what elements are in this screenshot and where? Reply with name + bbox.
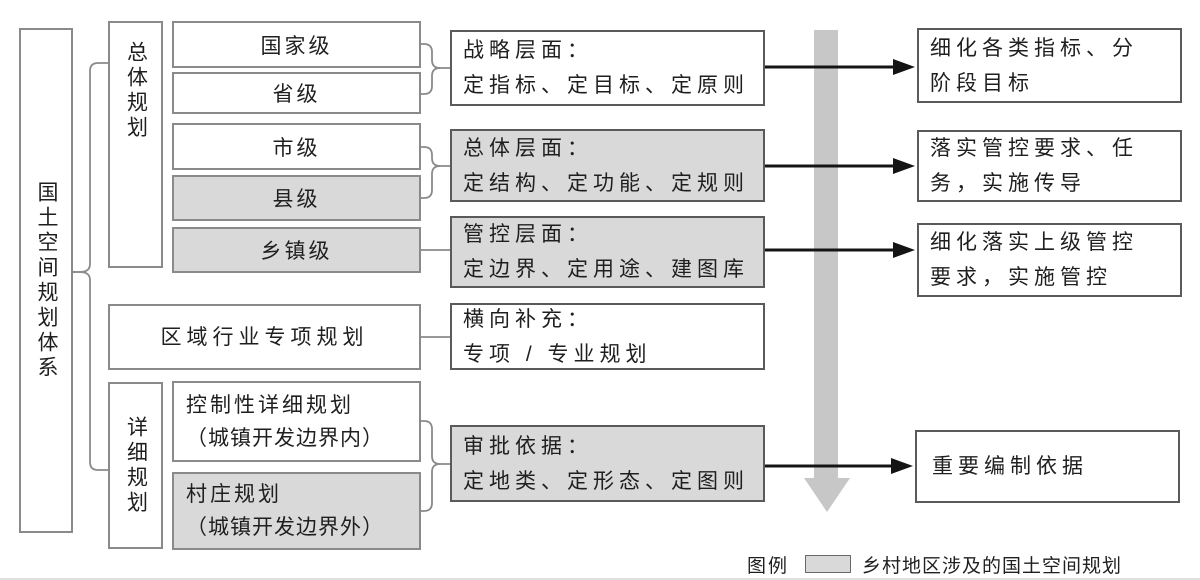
box-phase-control: 管控层面： 定边界、定用途、建图库 [450,216,765,288]
outcome-control-line2: 要求，实施管控 [930,266,1112,289]
phase-horizontal-line2: 专项 / 专业规划 [463,342,652,366]
box-outcome-indicators: 细化各类指标、分 阶段目标 [917,28,1182,103]
box-phase-strategic: 战略层面： 定指标、定目标、定原则 [450,30,765,106]
outcome-indicators-line2: 阶段目标 [930,71,1034,95]
box-regional-special-plan: 区域行业专项规划 [108,304,421,370]
overall-plan-group-label: 总体规划 [124,41,148,141]
box-level-county: 县级 [172,175,421,221]
brace-national-provincial [421,43,450,69]
box-detailed-village: 村庄规划 （城镇开发边界外） [172,472,421,550]
flow-arrow-strategic [765,59,915,75]
box-level-township: 乡镇级 [172,227,421,273]
box-detailed-plan-group: 详细规划 [108,382,163,549]
regional-special-plan-label: 区域行业专项规划 [160,325,369,349]
legend-label: 乡村地区涉及的国土空间规划 [862,556,1123,577]
box-outcome-implementation: 落实管控要求、任 务，实施传导 [917,130,1182,202]
box-phase-overall: 总体层面： 定结构、定功能、定规则 [450,129,765,202]
detailed-village-line1: 村庄规划 [186,483,282,506]
phase-strategic-line1: 战略层面： [463,39,593,62]
outcome-indicators-line1: 细化各类指标、分 [930,36,1138,60]
root-brace-connector [69,62,108,471]
box-outcome-control: 细化落实上级管控 要求，实施管控 [917,223,1182,297]
detailed-regulatory-line2: （城镇开发边界内） [186,426,384,450]
outcome-implementation-line2: 务，实施传导 [930,172,1086,195]
flow-arrow-approval [765,458,913,474]
box-level-national: 国家级 [172,21,421,68]
box-overall-plan-group: 总体规划 [108,21,163,268]
detailed-plan-group-label: 详细规划 [124,415,148,516]
system-root-label: 国土空间规划体系 [35,180,58,381]
flow-arrow-overall [765,158,915,174]
box-phase-horizontal: 横向补充： 专项 / 专业规划 [450,303,765,370]
legend-highlight-swatch [805,555,851,573]
flow-arrow-control [765,242,915,258]
phase-strategic-line2: 定指标、定目标、定原则 [463,74,749,97]
box-detailed-regulatory: 控制性详细规划 （城镇开发边界内） [172,381,421,462]
phase-overall-line2: 定结构、定功能、定规则 [463,171,749,195]
phase-control-line2: 定边界、定用途、建图库 [463,258,749,281]
legend-title: 图例 [747,556,790,577]
level-brace-connectors [421,43,450,512]
bottom-rule [0,578,1200,580]
box-level-municipal: 市级 [172,123,421,170]
outcome-control-line1: 细化落实上级管控 [930,231,1138,254]
level-municipal-label: 市级 [272,136,321,160]
brace-municipal-county [421,146,450,167]
outcome-implementation-line1: 落实管控要求、任 [930,137,1138,160]
flow-arrows [765,59,915,474]
detailed-regulatory-line1: 控制性详细规划 [186,393,354,417]
phase-horizontal-line1: 横向补充： [463,307,593,331]
box-system-root: 国土空间规划体系 [19,28,73,533]
box-phase-approval: 审批依据： 定地类、定形态、定图则 [450,425,765,502]
brace-detailed-plans [421,420,450,465]
detailed-village-line2: （城镇开发边界外） [186,516,384,539]
outcome-basis-label: 重要编制依据 [932,455,1088,478]
level-provincial-label: 省级 [272,83,321,106]
phase-approval-line1: 审批依据： [463,434,593,458]
phase-overall-line1: 总体层面： [463,136,593,160]
box-level-provincial: 省级 [172,72,421,114]
phase-control-line1: 管控层面： [463,223,593,246]
level-county-label: 县级 [272,188,321,211]
box-outcome-basis: 重要编制依据 [915,430,1180,503]
phase-approval-line2: 定地类、定形态、定图则 [463,469,749,493]
level-national-label: 国家级 [260,34,333,58]
level-township-label: 乡镇级 [260,240,333,263]
main-downward-arrow [804,30,850,512]
